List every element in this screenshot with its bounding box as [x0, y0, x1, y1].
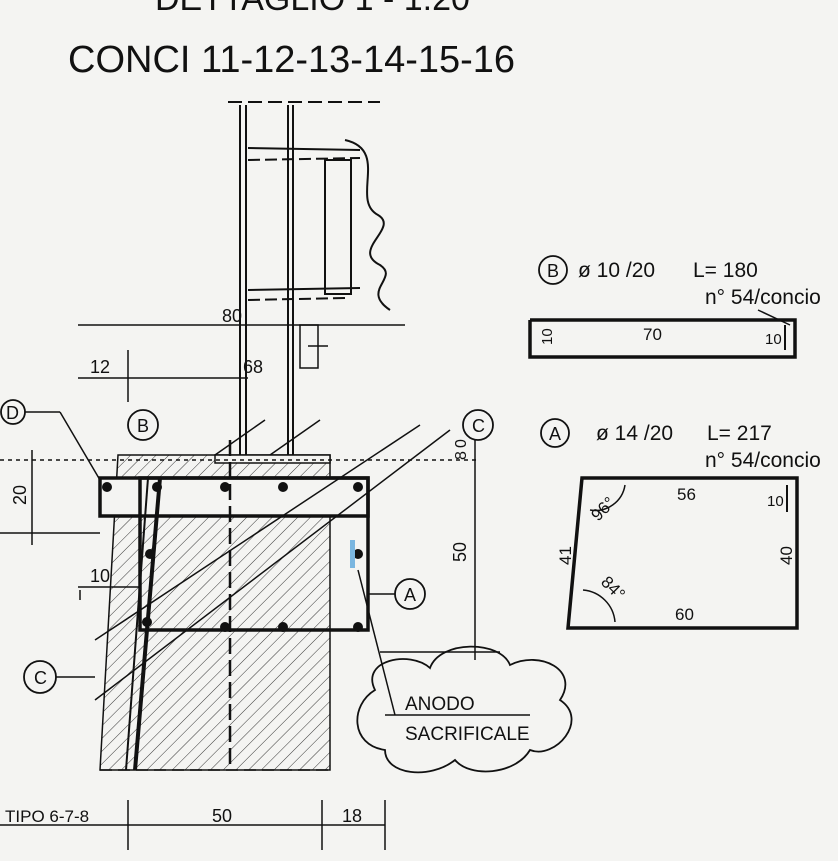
footer-type: TIPO 6-7-8: [5, 807, 89, 826]
marker-c-left: C: [23, 660, 95, 694]
rebar-cage: [98, 440, 370, 771]
bar-a-count: n° 54/concio: [705, 449, 821, 472]
bar-b-schedule: B ø 10 /20 L= 180 n° 54/concio 10 70 10: [528, 255, 821, 359]
footer-50: 50: [212, 806, 232, 826]
rebar-dots: [102, 482, 363, 632]
dim-20: 20: [10, 485, 30, 505]
dimension-lines: [0, 324, 500, 850]
marker-b: B: [127, 409, 159, 441]
cut-title: DETTAGLIO 1 - 1:20: [155, 0, 470, 18]
bar-a-spec: ø 14 /20: [596, 422, 673, 445]
svg-text:B: B: [137, 416, 149, 436]
dim-8: 8: [453, 451, 470, 460]
dim-80: 80: [222, 306, 242, 326]
dim-50: 50: [450, 542, 470, 562]
svg-text:C: C: [34, 668, 47, 688]
anode-callout: ANODO SACRIFICALE: [356, 569, 573, 774]
bar-a-dim-right: 40: [777, 546, 796, 565]
marker-c-right: C: [462, 409, 494, 441]
bar-b-count: n° 54/concio: [705, 286, 821, 309]
marker-d: D: [0, 399, 101, 481]
bar-a-dim-hook: 10: [767, 493, 784, 510]
footer-18: 18: [342, 806, 362, 826]
bar-a-length: L= 217: [707, 422, 772, 445]
bar-b-dim-right: 10: [765, 331, 782, 348]
bar-a-dim-top: 56: [677, 485, 696, 504]
dim-12: 12: [90, 357, 110, 377]
bar-a-dim-bottom: 60: [675, 605, 694, 624]
anode-label-1: ANODO: [405, 694, 475, 715]
svg-text:D: D: [6, 403, 19, 423]
page-title: CONCI 11-12-13-14-15-16: [68, 39, 515, 81]
dim-68: 68: [243, 357, 263, 377]
guardrail-post: [228, 101, 391, 455]
bar-b-dim-top: 70: [643, 325, 662, 344]
svg-text:A: A: [404, 585, 416, 605]
bar-b-dim-left: 10: [539, 328, 556, 345]
dim-10: 10: [90, 566, 110, 586]
bar-a-dim-left: 41: [556, 546, 575, 565]
dim-0: 0: [453, 439, 470, 448]
anode-label-2: SACRIFICALE: [405, 724, 530, 745]
bar-a-schedule: A ø 14 /20 L= 217 n° 54/concio 56 10 41 …: [540, 418, 821, 630]
bar-a-angle-top: 96°: [587, 493, 619, 525]
svg-text:C: C: [472, 416, 485, 436]
anode-mark: [350, 540, 355, 568]
svg-text:B: B: [547, 261, 559, 281]
bar-b-spec: ø 10 /20: [578, 259, 655, 282]
marker-a: A: [368, 578, 426, 610]
svg-text:A: A: [549, 424, 561, 444]
bar-b-length: L= 180: [693, 259, 758, 282]
bar-a-angle-bottom: 84°: [597, 572, 629, 604]
